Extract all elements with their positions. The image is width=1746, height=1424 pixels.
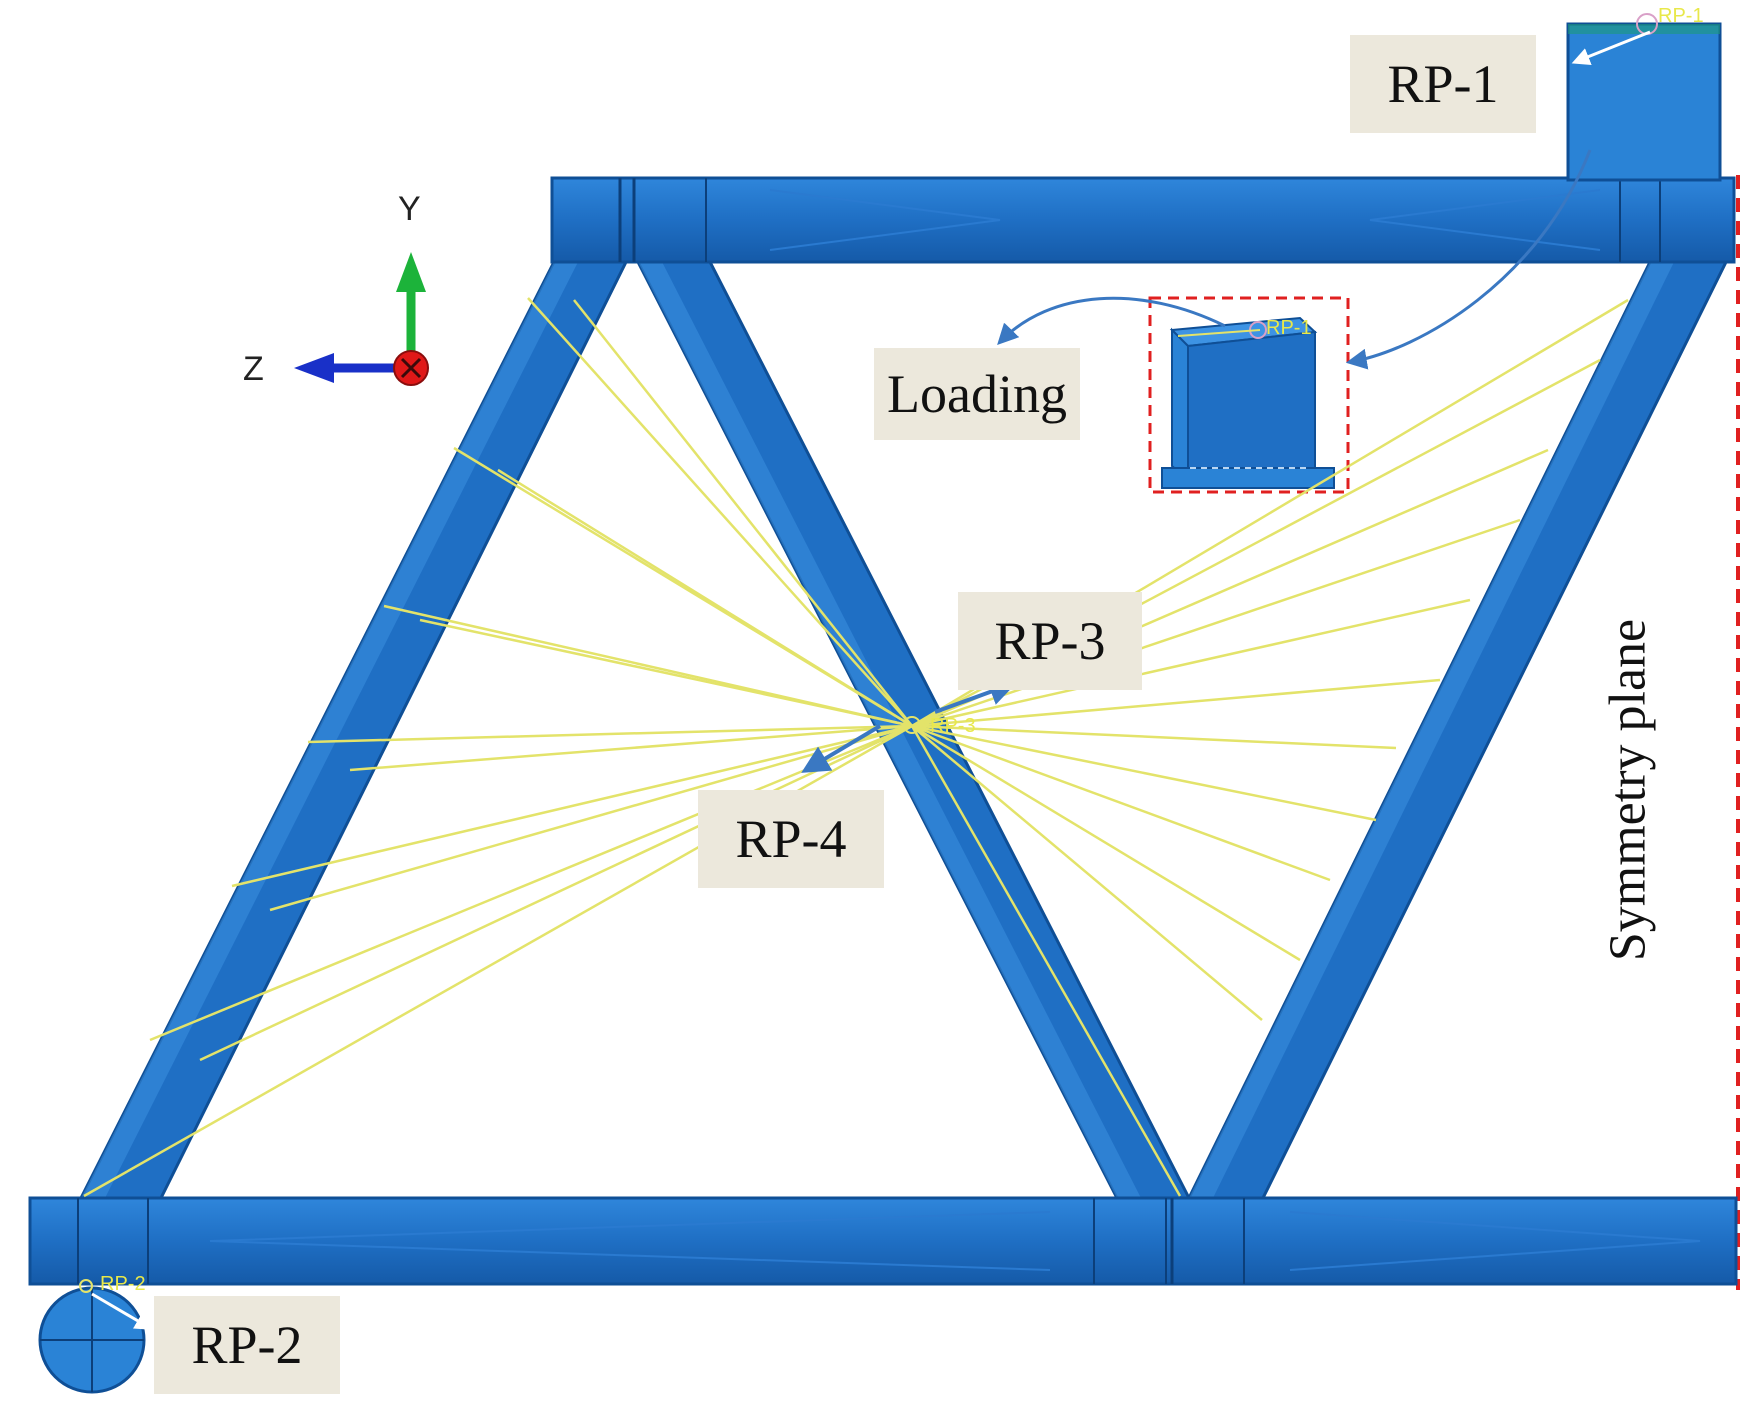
rp1-label: RP-1 [1350, 35, 1536, 133]
rp2-support-disc: RP-2 [38, 1273, 154, 1394]
loading-block-frame [1148, 296, 1350, 494]
rp3-rp4-node: RP-3 [903, 715, 976, 737]
rp1-to-loading-arrow [1345, 149, 1592, 370]
loading-block: RP-1 [1148, 296, 1350, 494]
cable-25 [910, 725, 1182, 1197]
cable-17 [911, 724, 1397, 750]
cable-22 [911, 678, 1441, 728]
left-diagonal-highlight [80, 258, 580, 1200]
cable-11 [349, 724, 913, 772]
loading-label: Loading [874, 348, 1080, 440]
cable-1 [527, 297, 913, 727]
y-axis-label: Y [398, 190, 421, 228]
coordinate-triad [294, 252, 429, 386]
cable-10 [419, 618, 913, 728]
rp1-model-tag: RP-1 [1658, 5, 1704, 27]
top-chord [550, 176, 1736, 264]
cable-13 [199, 724, 913, 1062]
cable-6 [149, 724, 913, 1042]
cable-24 [911, 724, 1301, 962]
bottom-chord-body [28, 1196, 1738, 1286]
rp2-model-tag: RP-2 [100, 1273, 146, 1295]
top-chord-body [550, 176, 1736, 264]
rp2-label: RP-2 [154, 1296, 340, 1394]
z-axis-label: Z [243, 350, 264, 388]
cable-19 [911, 725, 1263, 1021]
cable-5 [231, 724, 913, 888]
rp3-label: RP-3 [958, 592, 1142, 690]
right-diagonal-highlight [1188, 258, 1676, 1200]
rp3-model-tag: RP-3 [930, 715, 976, 737]
cable-16 [911, 598, 1471, 728]
cable-23 [911, 724, 1377, 822]
rp4-arrow [801, 724, 882, 773]
rp4-label: RP-4 [698, 790, 884, 888]
cable-4 [307, 724, 913, 744]
bottom-chord [28, 1196, 1738, 1286]
cable-18 [911, 724, 1331, 882]
loading-block-rp-tag: RP-1 [1266, 317, 1312, 339]
cable-9 [497, 468, 913, 728]
cable-8 [573, 299, 913, 727]
rp1-support-block: RP-1 [1566, 5, 1722, 182]
loading-label-arrow [997, 296, 1226, 346]
symmetry-plane-label: Symmetry plane [1599, 618, 1657, 962]
